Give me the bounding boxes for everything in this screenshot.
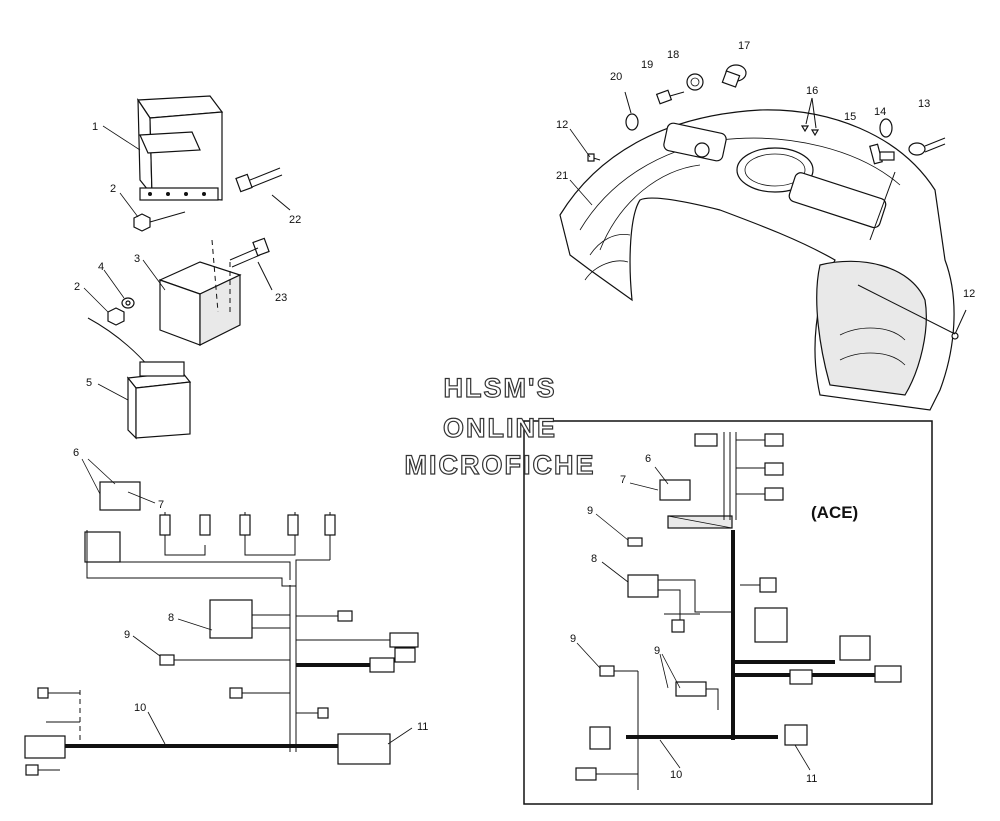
socket-part-20 <box>624 91 639 131</box>
callout-9-ace-right: 9 <box>654 645 660 657</box>
watermark: HLSM'S ONLINE MICROFICHE <box>404 372 596 480</box>
ace-label: (ACE) <box>811 503 858 522</box>
callout-14: 14 <box>874 106 886 118</box>
callout-labels: 1 2 22 3 4 2 23 5 6 7 8 9 10 11 17 18 19… <box>73 40 975 785</box>
nut-part-2-upper <box>133 211 186 232</box>
callout-7-ace: 7 <box>620 474 626 486</box>
callout-8-left: 8 <box>168 612 174 624</box>
pin-part-13 <box>908 137 946 156</box>
bolt-part-23 <box>229 237 273 291</box>
watermark-line-1: HLSM'S <box>444 373 557 403</box>
watermark-line-3: MICROFICHE <box>405 450 596 480</box>
callout-11-ace: 11 <box>806 773 817 785</box>
ace-frame <box>523 420 933 805</box>
screws-part-16 <box>800 97 820 137</box>
callout-12-upper: 12 <box>556 119 568 131</box>
bezel-part-14 <box>879 118 893 138</box>
callout-13: 13 <box>918 98 930 110</box>
callout-9-ace-top: 9 <box>587 505 593 517</box>
callout-11-left: 11 <box>417 721 428 733</box>
callout-5: 5 <box>86 377 92 389</box>
callout-1: 1 <box>92 121 98 133</box>
lever-part-15 <box>869 143 896 241</box>
callout-9-ace-mid: 9 <box>570 633 576 645</box>
wiring-harness-ace <box>575 432 902 790</box>
bolt-part-22 <box>235 167 291 211</box>
callout-6-left: 6 <box>73 447 79 459</box>
callout-22: 22 <box>289 214 301 226</box>
washer-part-4 <box>121 297 135 309</box>
instrument-pod-part-21 <box>559 109 955 411</box>
callout-20: 20 <box>610 71 622 83</box>
watermark-line-2: ONLINE <box>443 413 557 443</box>
module-part-5 <box>87 317 192 440</box>
callout-10-left: 10 <box>134 702 146 714</box>
callout-4: 4 <box>98 261 104 273</box>
fastener-part-12-right <box>857 284 967 340</box>
callout-17: 17 <box>738 40 750 52</box>
switch-part-17 <box>721 64 747 88</box>
callout-7-left: 7 <box>158 499 164 511</box>
cdi-module-part-1 <box>136 95 224 201</box>
nut-part-2-lower <box>107 307 125 326</box>
callout-8-ace: 8 <box>591 553 597 565</box>
callout-12-right: 12 <box>963 288 975 300</box>
callout-19: 19 <box>641 59 653 71</box>
callout-16: 16 <box>806 85 818 97</box>
callout-15: 15 <box>844 111 856 123</box>
callout-2-upper: 2 <box>110 183 116 195</box>
wiring-harness-left <box>24 481 419 776</box>
regulator-part-3 <box>158 239 242 346</box>
fastener-part-12-upper <box>587 153 601 162</box>
callout-3: 3 <box>134 253 140 265</box>
leader-lines <box>81 125 811 771</box>
callout-18: 18 <box>667 49 679 61</box>
callout-6-ace: 6 <box>645 453 651 465</box>
cap-part-18 <box>686 73 704 91</box>
callout-10-ace: 10 <box>670 769 682 781</box>
key-part-19 <box>655 89 685 105</box>
callout-21: 21 <box>556 170 568 182</box>
callout-2-lower: 2 <box>74 281 80 293</box>
callout-23: 23 <box>275 292 287 304</box>
callout-9-left: 9 <box>124 629 130 641</box>
